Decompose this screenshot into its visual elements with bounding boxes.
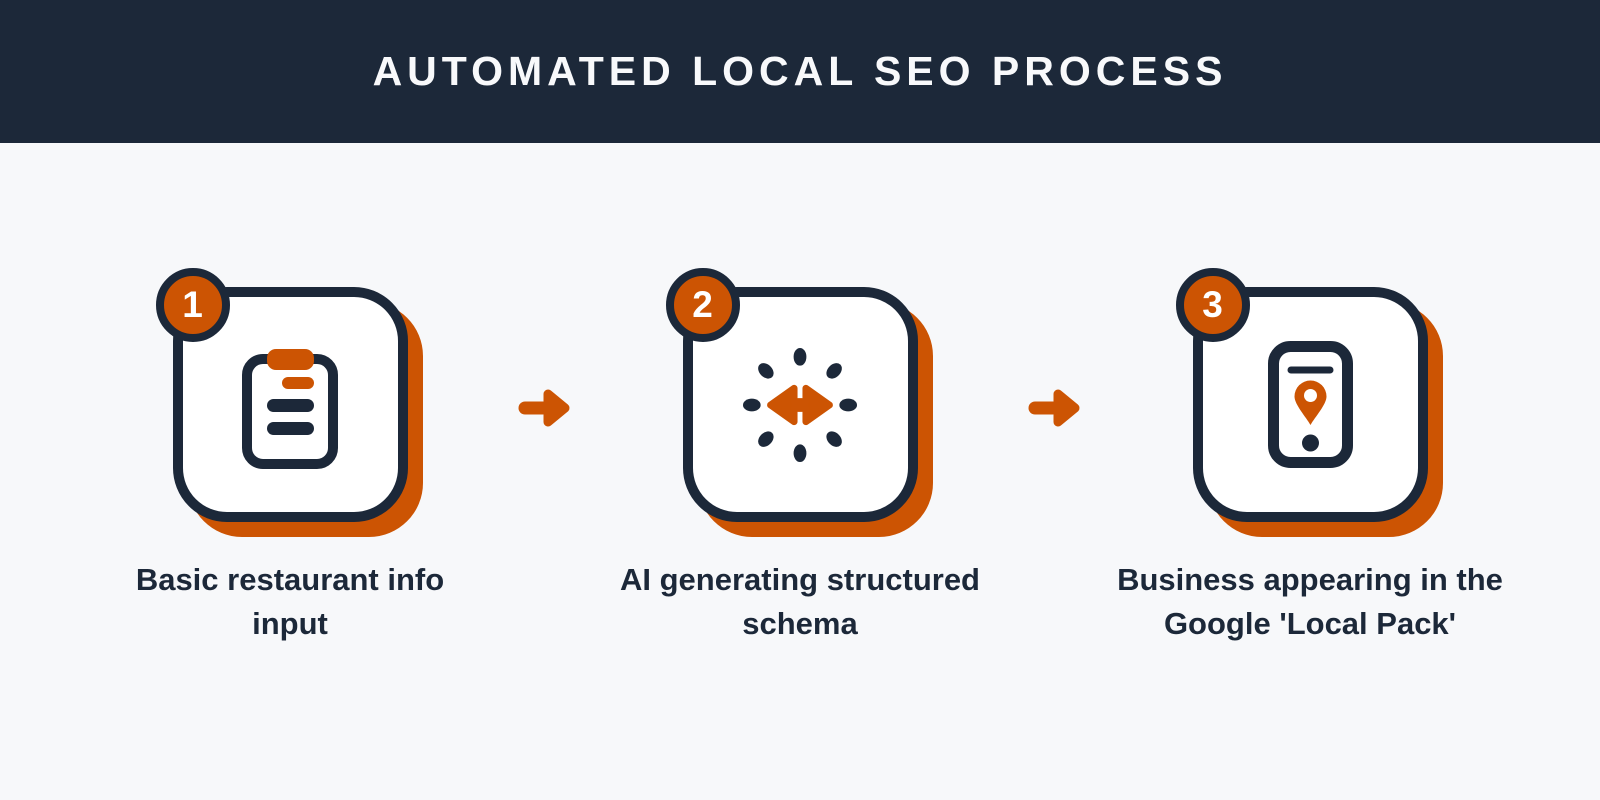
- step-3-label: Business appearing in the Google 'Local …: [1090, 558, 1530, 646]
- step-2-label-line1: AI generating structured: [620, 562, 980, 597]
- step-3-label-line1: Business appearing in the: [1117, 562, 1503, 597]
- step-3-card: 3: [1175, 268, 1428, 522]
- step-1-label-line2: input: [252, 606, 328, 641]
- step-2-label-line2: schema: [742, 606, 858, 641]
- step-2-label: AI generating structured schema: [580, 558, 1020, 646]
- step-1: 1 Basic restaurant info input: [70, 268, 510, 646]
- step-3-label-line2: Google 'Local Pack': [1163, 606, 1457, 641]
- right-arrow-icon: [518, 389, 570, 427]
- header-band: AUTOMATED LOCAL SEO PROCESS: [0, 0, 1600, 143]
- page-title: AUTOMATED LOCAL SEO PROCESS: [372, 48, 1228, 94]
- step-2-number-badge: 2: [665, 268, 740, 342]
- step-3-number-badge: 3: [1175, 268, 1250, 342]
- step-1-card-wrap: 1: [70, 268, 510, 522]
- phone-location-icon: [1267, 341, 1353, 468]
- connector-2: [1020, 384, 1090, 432]
- step-2-card: 2: [665, 268, 918, 522]
- step-1-card: 1: [155, 268, 408, 522]
- step-3-number: 3: [1202, 284, 1223, 325]
- ai-burst-icon: [742, 347, 858, 462]
- step-1-label-line1: Basic restaurant info: [135, 562, 445, 597]
- step-1-number-badge: 1: [155, 268, 230, 342]
- step-3-card-wrap: 3: [1090, 268, 1530, 522]
- right-arrow-icon: [1028, 389, 1080, 427]
- connector-1: [510, 384, 580, 432]
- step-2: 2: [580, 268, 1020, 646]
- clipboard-icon: [242, 349, 338, 469]
- step-3: 3 Business appearing in the Google 'Loca…: [1090, 268, 1530, 646]
- step-1-number: 1: [182, 284, 203, 325]
- step-2-number: 2: [692, 284, 713, 325]
- step-1-label: Basic restaurant info input: [70, 558, 510, 646]
- step-2-card-wrap: 2: [580, 268, 1020, 522]
- process-steps-row: 1 Basic restaurant info input: [0, 143, 1600, 646]
